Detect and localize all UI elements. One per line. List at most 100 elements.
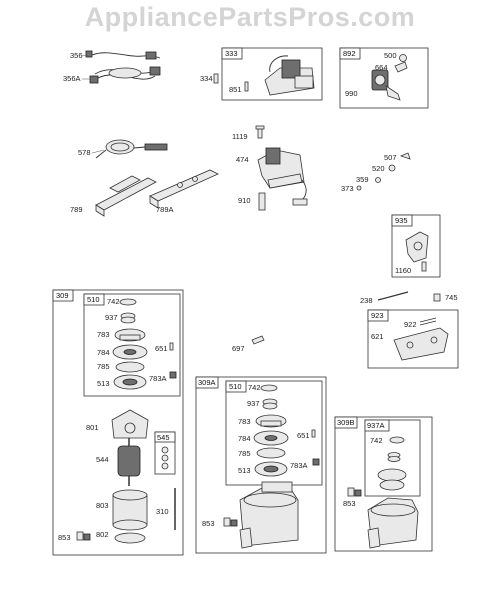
label-853-a: 853 xyxy=(58,533,71,542)
cap-651-b[interactable] xyxy=(311,429,316,438)
label-520: 520 xyxy=(372,164,385,173)
label-310: 310 xyxy=(156,507,169,516)
key-664[interactable] xyxy=(394,61,408,73)
nut-783A-a[interactable] xyxy=(169,371,177,379)
ignition-coil-474[interactable] xyxy=(257,147,308,206)
lever-assembly-935[interactable] xyxy=(405,231,429,272)
starter-motor-309A[interactable] xyxy=(239,481,299,549)
spring-745[interactable] xyxy=(433,293,441,302)
spring-937A[interactable] xyxy=(387,452,401,462)
wire-harness-356A[interactable] xyxy=(89,66,161,84)
retainer-742-b[interactable] xyxy=(260,384,278,392)
group-309B-tag: 309B xyxy=(337,418,355,427)
group-510-tag-a: 510 xyxy=(87,295,100,304)
nut-500[interactable] xyxy=(399,54,407,62)
label-745: 745 xyxy=(445,293,458,302)
pinion-513-a[interactable] xyxy=(113,374,147,390)
label-513-b: 513 xyxy=(238,466,251,475)
label-1160: 1160 xyxy=(395,266,411,275)
label-513-a: 513 xyxy=(97,379,110,388)
label-359: 359 xyxy=(356,175,369,184)
label-853-b: 853 xyxy=(202,519,215,528)
label-664: 664 xyxy=(375,63,388,72)
gear-783-b[interactable] xyxy=(255,414,287,428)
label-784-a: 784 xyxy=(97,348,110,357)
ignition-armature[interactable] xyxy=(264,55,315,96)
clutch-784-a[interactable] xyxy=(112,344,148,360)
label-507: 507 xyxy=(384,153,397,162)
label-990: 990 xyxy=(345,89,358,98)
group-510-tag-b: 510 xyxy=(229,382,242,391)
nut-359[interactable] xyxy=(375,177,381,183)
screw-853-b[interactable] xyxy=(223,517,238,527)
gear-783-a[interactable] xyxy=(114,328,146,342)
retainer-742-a[interactable] xyxy=(119,298,137,306)
screw-851[interactable] xyxy=(244,81,249,92)
label-500: 500 xyxy=(384,51,397,60)
label-742-a: 742 xyxy=(107,297,120,306)
clip-507[interactable] xyxy=(399,152,411,160)
link-238[interactable] xyxy=(377,291,409,301)
screw-697[interactable] xyxy=(251,335,265,345)
label-621: 621 xyxy=(371,332,384,341)
label-1119: 1119 xyxy=(232,132,248,141)
label-474: 474 xyxy=(236,155,249,164)
group-937A-tag: 937A xyxy=(367,421,385,430)
gear-937A[interactable] xyxy=(377,468,407,491)
spring-785-b[interactable] xyxy=(256,447,286,459)
label-544: 544 xyxy=(96,455,109,464)
wire-578[interactable] xyxy=(95,139,168,159)
bracket-789[interactable] xyxy=(95,175,157,217)
retainer-742-c[interactable] xyxy=(389,436,405,444)
group-892-tag: 892 xyxy=(343,49,356,58)
group-309A-box xyxy=(195,376,327,554)
group-309B-box xyxy=(334,416,433,552)
group-935-box xyxy=(391,214,441,278)
group-309A-tag: 309A xyxy=(198,378,216,387)
washer-520[interactable] xyxy=(388,164,396,172)
wire-harness-356[interactable] xyxy=(85,50,161,60)
label-238: 238 xyxy=(360,296,373,305)
label-356A: 356A xyxy=(63,74,81,83)
label-697: 697 xyxy=(232,344,245,353)
control-bracket-923[interactable] xyxy=(393,317,449,361)
spring-937-b[interactable] xyxy=(262,398,278,410)
label-785-a: 785 xyxy=(97,362,110,371)
cap-651-a[interactable] xyxy=(169,342,174,351)
label-578: 578 xyxy=(78,148,91,157)
housing-803[interactable] xyxy=(112,489,148,531)
bracket-789A[interactable] xyxy=(149,169,219,209)
screw-853-a[interactable] xyxy=(76,531,91,541)
label-785-b: 785 xyxy=(238,449,251,458)
end-cap-802[interactable] xyxy=(114,532,146,544)
nut-783A-b[interactable] xyxy=(312,458,320,466)
spring-785-a[interactable] xyxy=(115,361,145,373)
clutch-784-b[interactable] xyxy=(253,430,289,446)
watermark: AppliancePartsPros.com xyxy=(84,2,416,32)
screw-334[interactable] xyxy=(213,73,219,84)
label-783A-b: 783A xyxy=(290,461,308,470)
group-923-box xyxy=(367,309,459,369)
label-922: 922 xyxy=(404,320,417,329)
label-853-c: 853 xyxy=(343,499,356,508)
brush-kit-545[interactable] xyxy=(161,446,169,470)
screw-373[interactable] xyxy=(356,185,362,191)
screw-1119[interactable] xyxy=(255,125,265,139)
label-801: 801 xyxy=(86,423,99,432)
pinion-513-b[interactable] xyxy=(254,461,288,477)
label-334: 334 xyxy=(200,74,213,83)
spring-937-a[interactable] xyxy=(120,312,136,324)
group-545-tag: 545 xyxy=(157,433,170,442)
label-651-a: 651 xyxy=(155,344,168,353)
group-937A-box xyxy=(364,419,421,497)
screw-853-c[interactable] xyxy=(347,487,362,497)
group-892-box xyxy=(339,47,429,109)
end-cap-801[interactable] xyxy=(111,409,149,439)
label-789: 789 xyxy=(70,205,83,214)
armature-544[interactable] xyxy=(117,438,141,486)
label-910: 910 xyxy=(238,196,251,205)
label-802: 802 xyxy=(96,530,109,539)
ignition-switch[interactable] xyxy=(371,69,401,101)
starter-motor-309B[interactable] xyxy=(367,497,419,549)
spacer-910[interactable] xyxy=(258,192,266,211)
